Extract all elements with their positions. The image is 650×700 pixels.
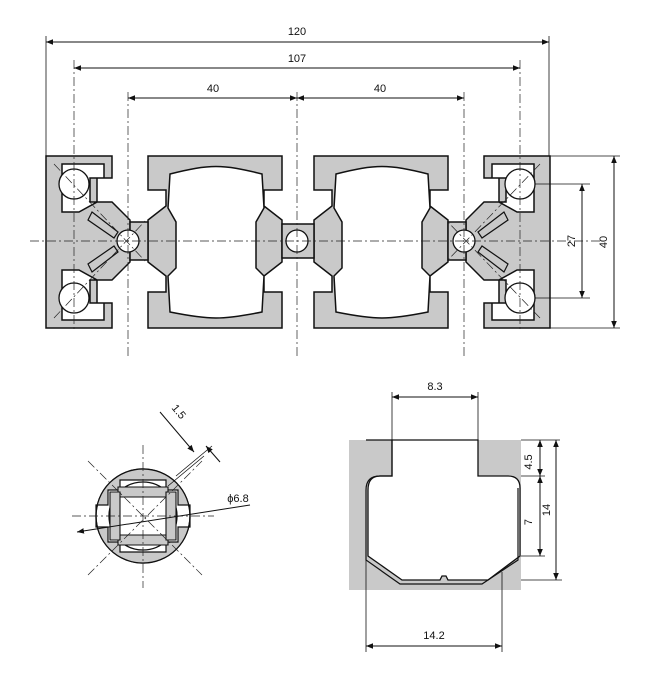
profile-center-lines <box>30 60 600 356</box>
slot-detail-view: 8.3 4.5 7 14 14.2 <box>349 381 562 652</box>
dim-core-wall: 1.5 <box>169 402 188 421</box>
dim-inner-height: 27 <box>566 235 578 247</box>
core-detail-view: 1.5 ϕ6.8 <box>72 402 251 588</box>
profile-dimensions: 120 107 40 40 27 40 <box>45 26 620 329</box>
dim-slot-lip: 4.5 <box>523 454 535 469</box>
dim-hole-spacing: 107 <box>288 53 306 65</box>
dim-left-pitch: 40 <box>207 83 219 95</box>
dim-slot-inner-depth: 7 <box>523 519 535 525</box>
core-cross-shape <box>95 468 191 564</box>
dim-slot-opening: 8.3 <box>427 381 442 393</box>
dim-core-bore: ϕ6.8 <box>227 493 248 505</box>
dim-slot-total-depth: 14 <box>541 504 553 516</box>
dim-overall-height: 40 <box>598 236 610 248</box>
profile-body <box>45 155 551 329</box>
profile-view: 120 107 40 40 27 40 <box>30 26 620 356</box>
dim-slot-inner-width: 14.2 <box>423 630 444 642</box>
dim-right-pitch: 40 <box>374 83 386 95</box>
dim-overall-width: 120 <box>288 26 306 38</box>
